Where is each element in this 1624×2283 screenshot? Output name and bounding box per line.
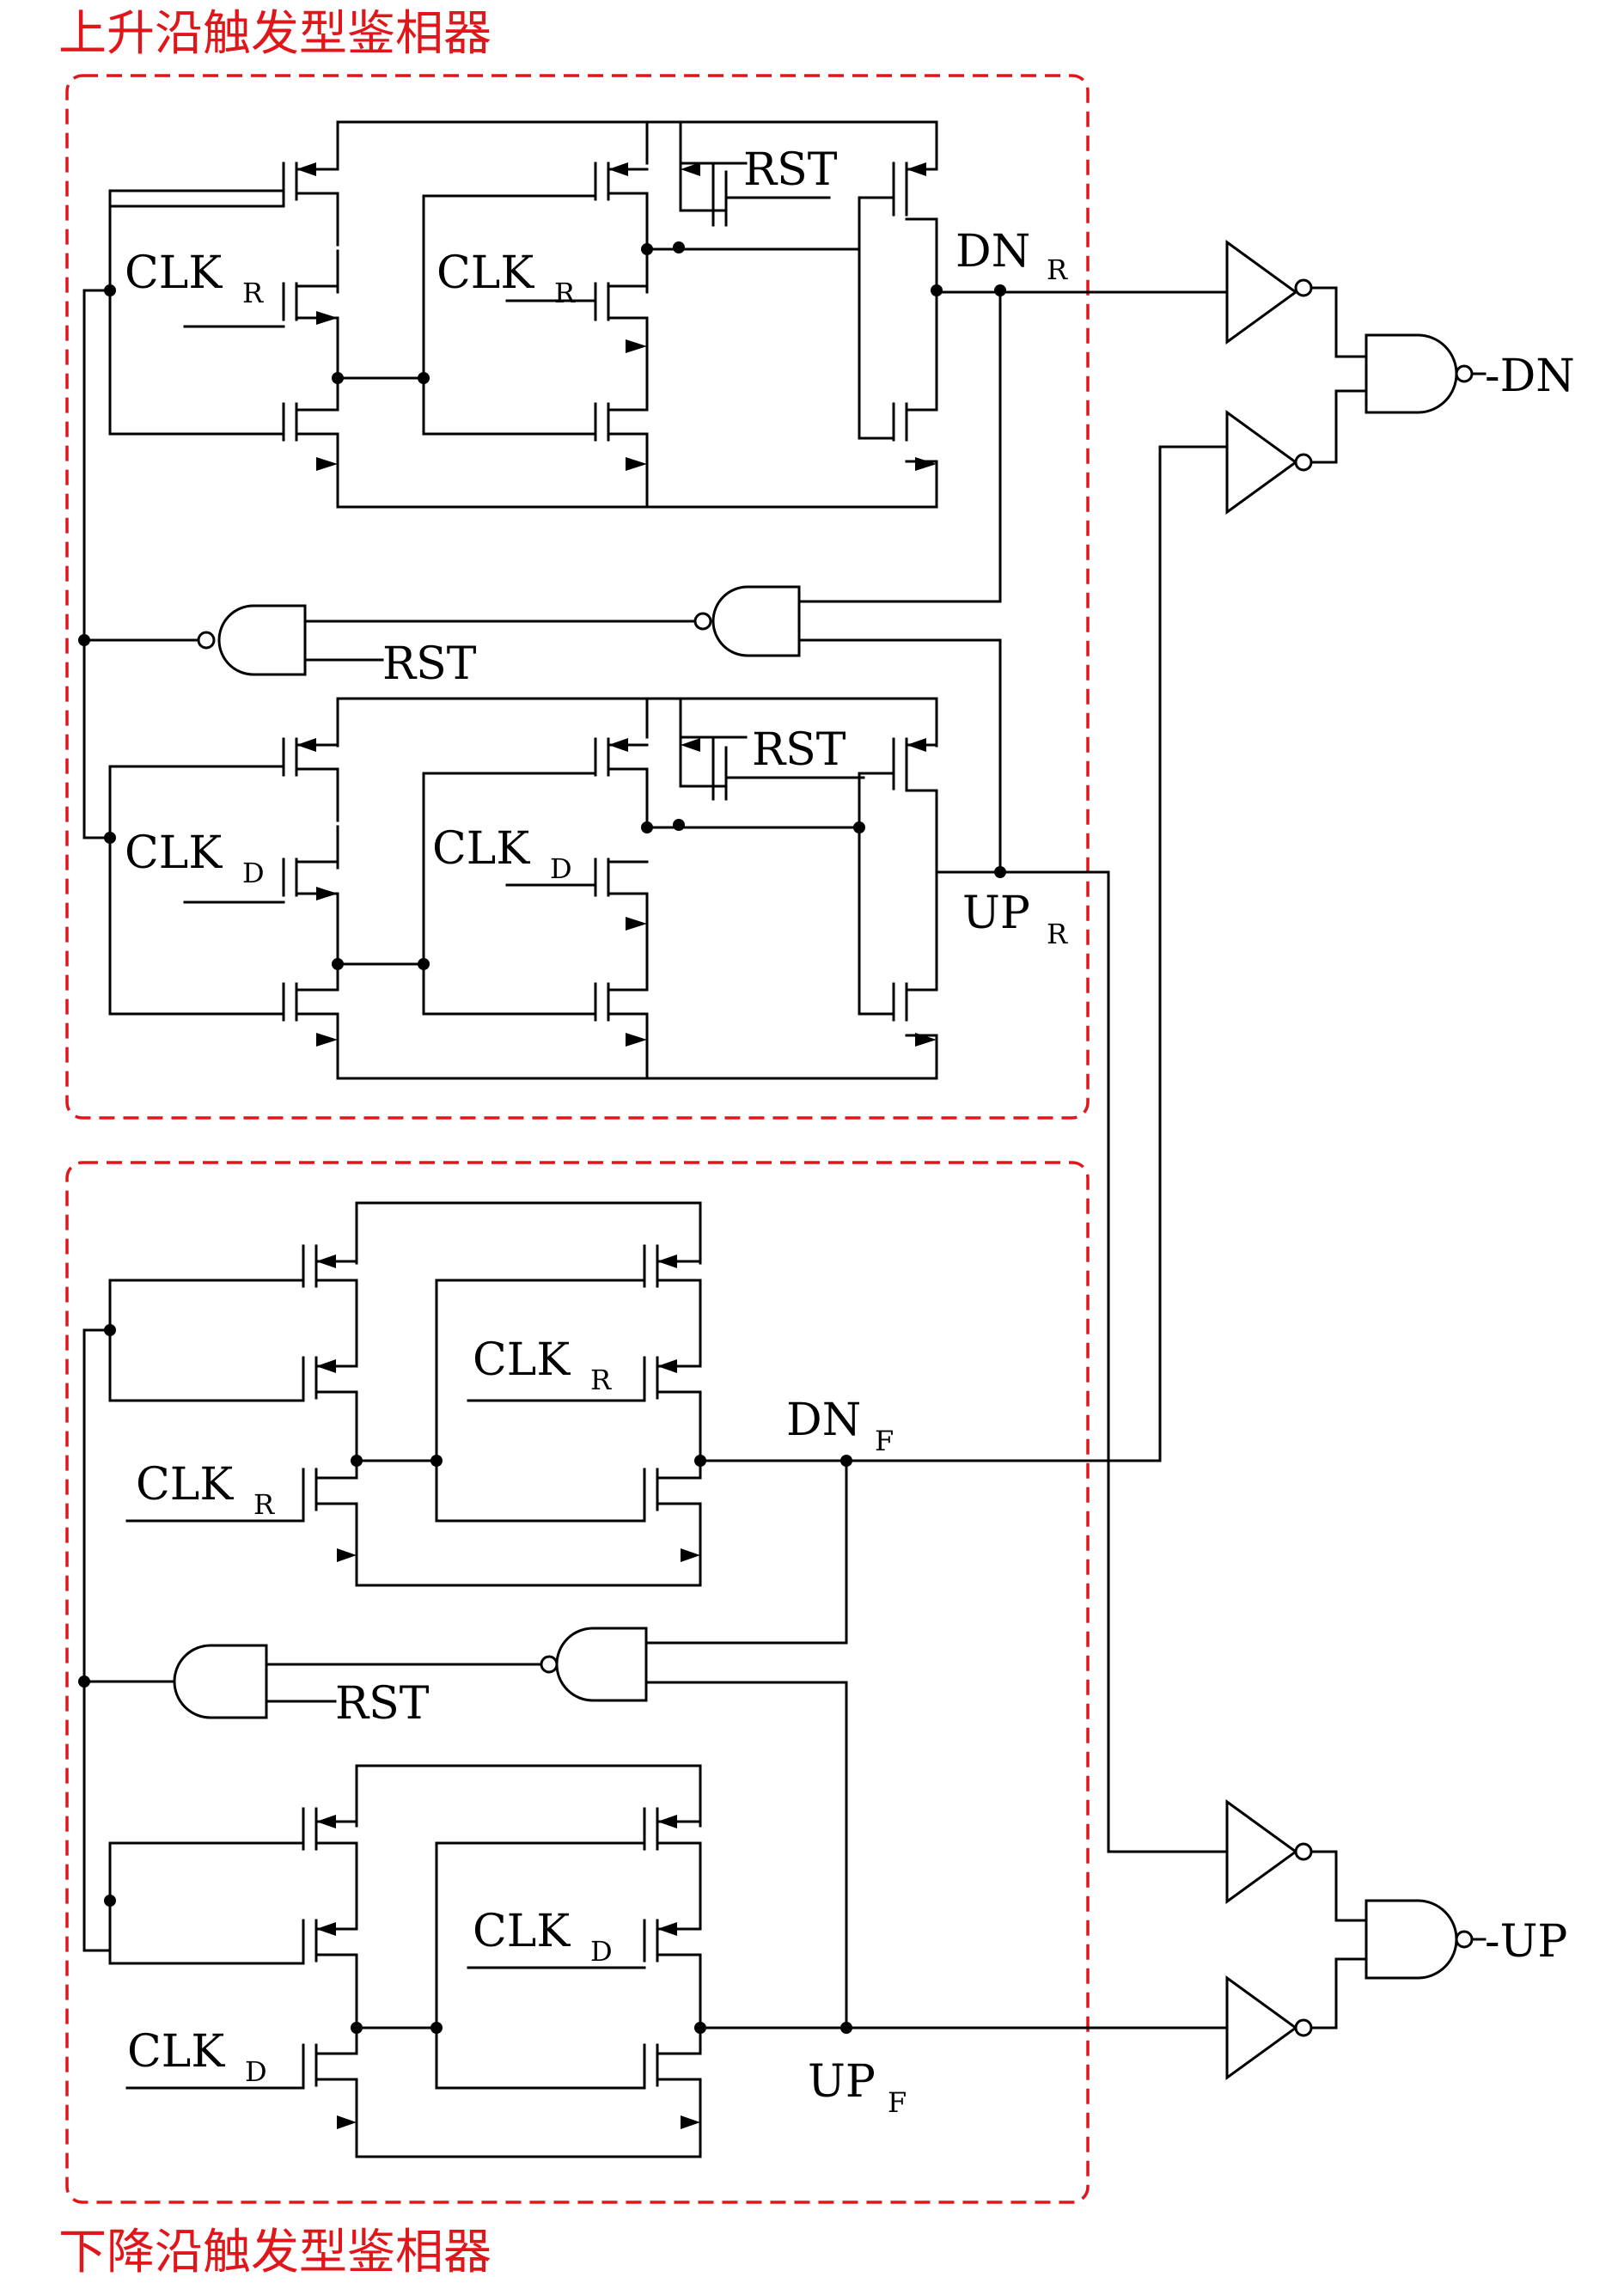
label-up-r-sub: R	[1047, 918, 1068, 950]
label-out-dn: -DN	[1485, 351, 1575, 402]
label-clk-d-2-sub: D	[550, 852, 572, 885]
label-up-r: UP	[962, 888, 1030, 939]
label-clk-r-4-sub: R	[253, 1488, 275, 1521]
label-dn-f-sub: F	[875, 1425, 894, 1457]
rising-reset-logic	[78, 289, 1002, 874]
label-clk-r-3-sub: R	[590, 1364, 612, 1396]
title-rising-edge-detector: 上升沿触发型鉴相器	[58, 6, 491, 62]
label-up-f-sub: F	[888, 2086, 907, 2119]
label-up-f: UP	[808, 2056, 876, 2108]
label-clk-r-2: CLK	[437, 247, 534, 299]
label-clk-d-3: CLK	[473, 1906, 571, 1957]
label-clk-r-1: CLK	[125, 247, 223, 299]
label-clk-r-3: CLK	[473, 1334, 571, 1386]
label-clk-r-4: CLK	[136, 1459, 234, 1511]
label-clk-r-1-sub: R	[242, 277, 264, 309]
label-clk-r-2-sub: R	[554, 277, 576, 309]
label-clk-d-4-sub: D	[245, 2055, 267, 2088]
label-dn-f: DN	[786, 1395, 861, 1446]
box-falling-edge-detector	[65, 1161, 1090, 2204]
label-clk-d-2: CLK	[432, 823, 530, 875]
label-clk-d-3-sub: D	[590, 1935, 613, 1968]
label-rst-4: RST	[335, 1678, 430, 1730]
falling-reset-logic	[78, 1328, 848, 2030]
label-out-up: -UP	[1485, 1916, 1567, 1968]
label-dn-r-sub: R	[1047, 253, 1068, 286]
label-rst-3: RST	[752, 724, 846, 776]
title-falling-edge-detector: 下降沿触发型鉴相器	[58, 2225, 491, 2280]
label-clk-d-4: CLK	[127, 2026, 225, 2078]
output-up-logic	[1225, 1799, 1487, 2080]
box-rising-edge-detector	[65, 74, 1090, 1120]
label-dn-r: DN	[955, 226, 1030, 278]
rising-dn-flipflop	[104, 120, 1229, 509]
rising-up-flipflop	[104, 697, 1229, 1853]
output-dn-logic	[1225, 240, 1487, 515]
label-clk-d-1: CLK	[125, 827, 223, 879]
falling-dn-flipflop	[104, 445, 1229, 1587]
label-rst-1: RST	[743, 144, 838, 196]
label-rst-2: RST	[382, 638, 477, 690]
label-clk-d-1-sub: D	[242, 857, 265, 889]
falling-up-flipflop	[104, 1764, 1229, 2158]
